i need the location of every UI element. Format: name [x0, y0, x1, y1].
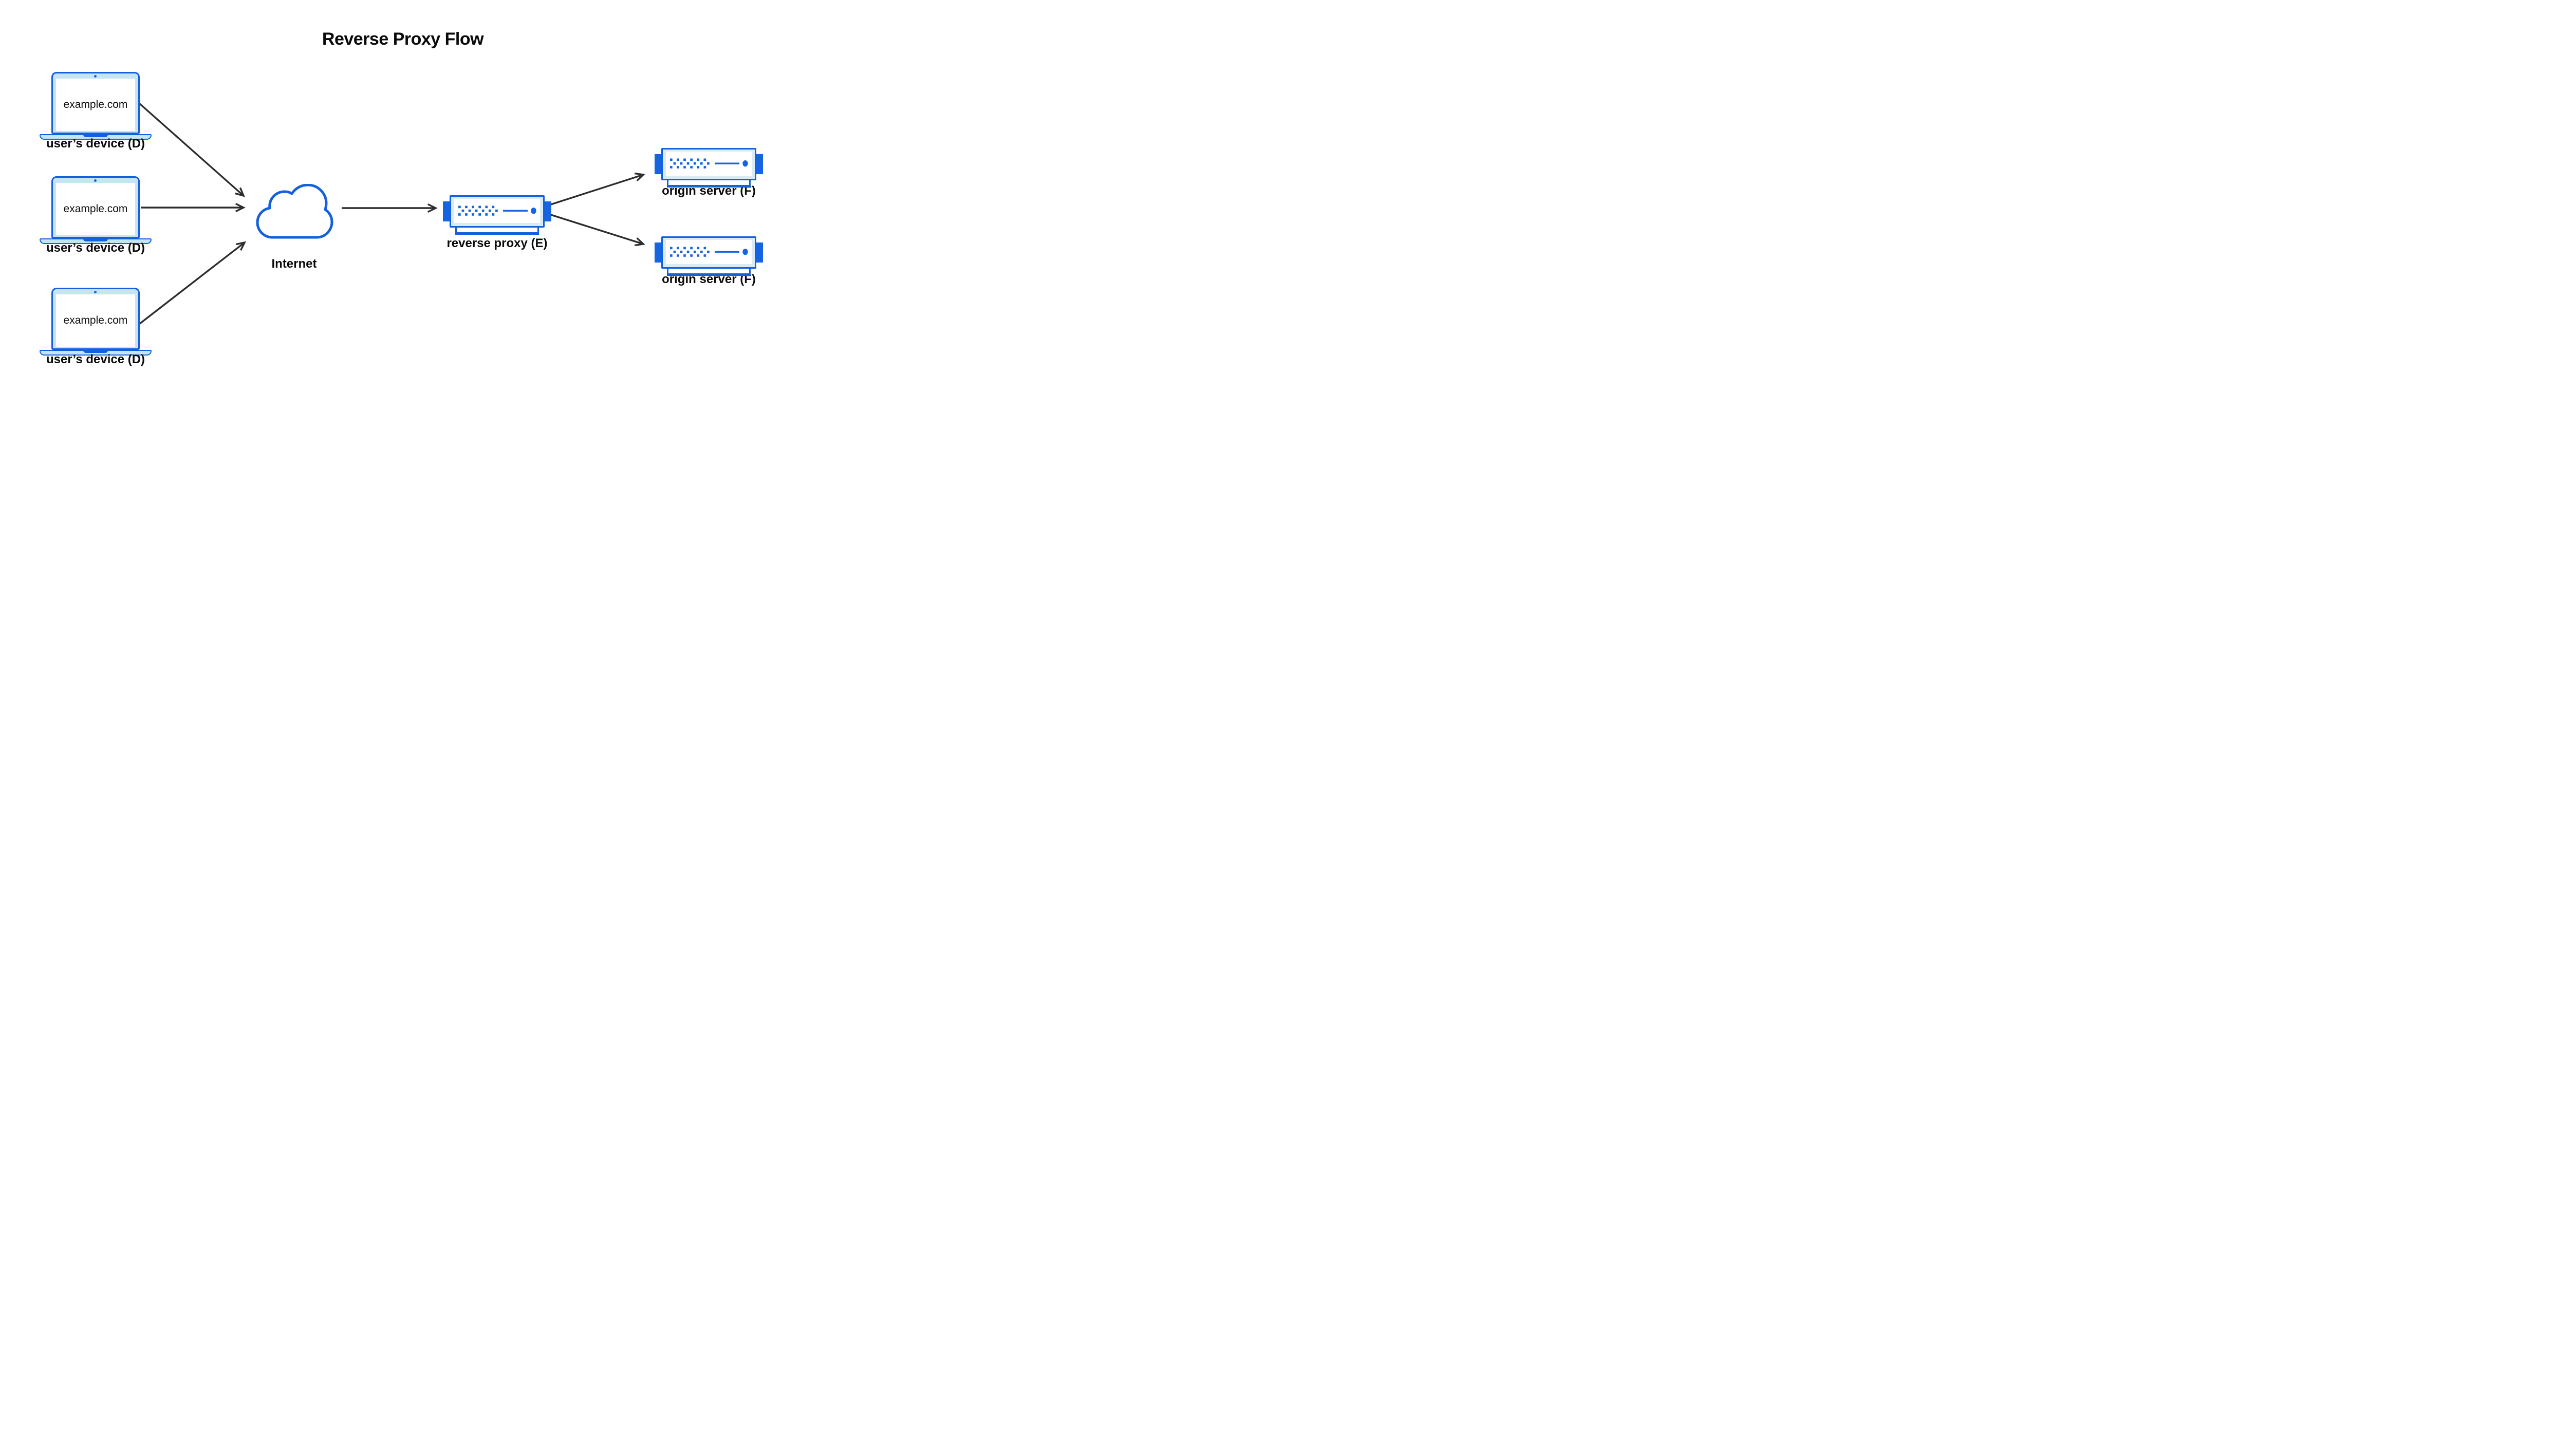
- internet-label: Internet: [271, 257, 317, 271]
- user-device-3: example.com user’s device (D): [40, 288, 152, 370]
- internet-node: Internet: [255, 183, 333, 271]
- server-left-tab: [655, 242, 663, 263]
- laptop-notch: [83, 238, 108, 241]
- device-label: user’s device (D): [46, 137, 145, 151]
- reverse-proxy-node: reverse proxy (E): [443, 195, 551, 252]
- arrow-proxy-to-origin1: [550, 172, 645, 206]
- server-left-tab: [655, 154, 663, 174]
- server-left-tab: [443, 201, 452, 221]
- laptop-screen: example.com: [56, 183, 135, 235]
- server-vents-pattern: [458, 206, 536, 216]
- server-right-tab: [543, 201, 551, 221]
- server-vents-pattern: [670, 247, 748, 257]
- cloud-icon: [256, 183, 333, 239]
- screen-url-text: example.com: [63, 314, 128, 326]
- laptop-screen: example.com: [56, 294, 135, 347]
- laptop-notch: [83, 350, 108, 353]
- server-right-tab: [754, 154, 763, 174]
- laptop-notch: [83, 134, 108, 137]
- device-label: user’s device (D): [46, 241, 145, 255]
- camera-dot-icon: [94, 75, 97, 78]
- reverse-proxy-label: reverse proxy (E): [446, 236, 548, 250]
- device-label: user’s device (D): [46, 352, 145, 366]
- camera-dot-icon: [94, 179, 97, 182]
- diagram-title: Reverse Proxy Flow: [322, 29, 484, 49]
- server-power-led: [742, 248, 748, 255]
- arrow-device2-to-internet: [141, 202, 246, 213]
- server-vents-pattern: [670, 158, 748, 169]
- diagram-canvas: Reverse Proxy Flow example.com user’s de…: [0, 0, 806, 403]
- screen-url-text: example.com: [63, 203, 128, 215]
- origin-server-1: origin server (F): [655, 148, 763, 204]
- camera-dot-icon: [94, 291, 97, 293]
- server-right-tab: [754, 242, 763, 263]
- laptop-screen: example.com: [56, 79, 135, 131]
- server-power-led: [531, 207, 536, 214]
- server-power-led: [742, 160, 748, 167]
- arrow-internet-to-proxy: [342, 203, 438, 213]
- user-device-1: example.com user’s device (D): [40, 72, 152, 154]
- user-device-2: example.com user’s device (D): [40, 176, 152, 258]
- origin-server-2: origin server (F): [655, 236, 763, 293]
- screen-url-text: example.com: [63, 99, 128, 110]
